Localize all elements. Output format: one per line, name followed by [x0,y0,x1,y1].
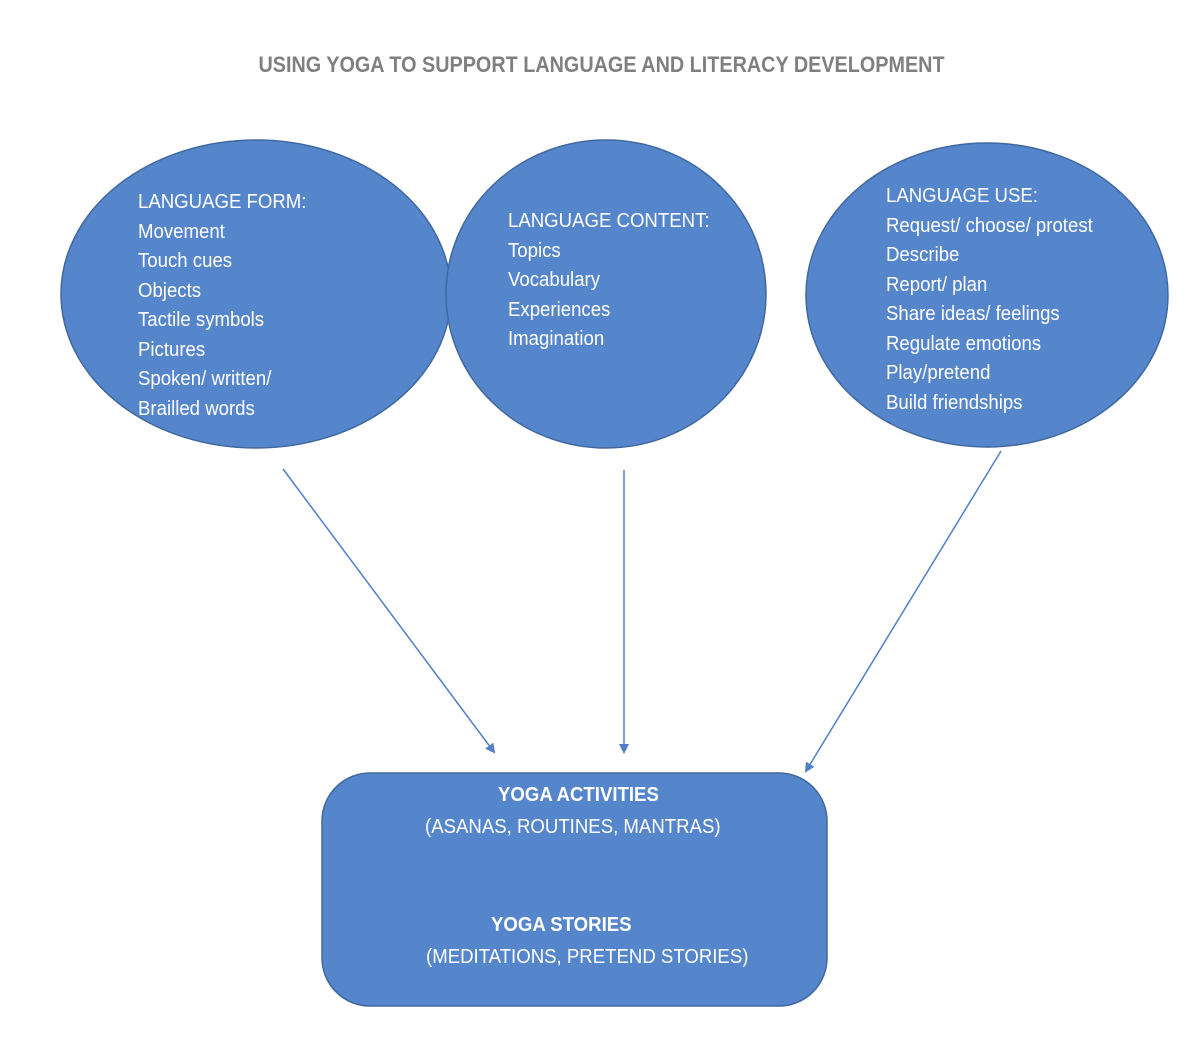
language-form-item: Touch cues [138,250,233,272]
language-form-item: Brailled words [138,397,255,420]
language-use-item: Request/ choose/ protest [886,214,1093,237]
yoga-stories-detail: (MEDITATIONS, PRETEND STORIES) [426,946,749,968]
language-form-heading: LANGUAGE FORM: [138,191,307,213]
language-use-item: Describe [886,244,960,266]
diagram-title: USING YOGA TO SUPPORT LANGUAGE AND LITER… [258,52,945,77]
language-form-item: Spoken/ written/ [138,368,272,390]
edge-use-to-yoga [804,450,1002,773]
language-content-item: Imagination [508,328,605,350]
language-use-item: Play/pretend [886,362,991,384]
edge-form-to-yoga [282,468,496,754]
language-use-item: Report/ plan [886,273,988,296]
yoga-activities-detail: (ASANAS, ROUTINES, MANTRAS) [425,816,721,838]
language-use-item: Build friendships [886,391,1023,414]
language-use-item: Share ideas/ feelings [886,303,1060,325]
language-form-item: Pictures [138,338,206,361]
language-content-node-shape[interactable] [445,139,767,449]
language-use-node: LANGUAGE USE: Request/ choose/ protest D… [886,182,1093,418]
language-content-item: Vocabulary [508,269,601,291]
language-use-heading: LANGUAGE USE: [886,185,1038,207]
language-content-node: LANGUAGE CONTENT: Topics Vocabulary Expe… [508,207,710,355]
language-content-item: Topics [508,239,561,262]
yoga-box-shape[interactable] [321,772,828,1007]
yoga-activities-heading: YOGA ACTIVITIES [498,784,659,806]
language-use-node-shape[interactable] [805,142,1169,448]
language-use-item: Regulate emotions [886,332,1042,355]
language-content-heading: LANGUAGE CONTENT: [508,210,710,232]
yoga-stories-heading: YOGA STORIES [491,914,632,936]
language-form-item: Tactile symbols [138,309,265,331]
language-form-item: Movement [138,220,225,243]
language-form-node: LANGUAGE FORM: Movement Touch cues Objec… [138,188,306,424]
language-content-item: Experiences [508,298,611,321]
language-form-item: Objects [138,279,202,302]
